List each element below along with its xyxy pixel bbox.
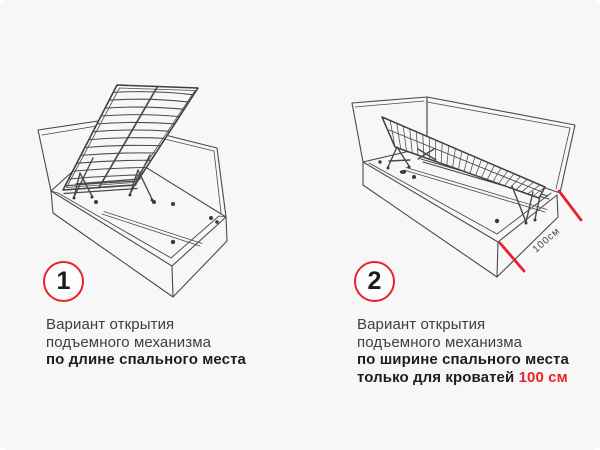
variant-2-caption-line2: подъемного механизма (357, 333, 523, 351)
bed1-floor-dots (94, 200, 219, 245)
diagram-bed-lift-lengthwise (37, 84, 228, 298)
bed2-storage-box (362, 161, 559, 278)
bed2-lift-mechanism (386, 146, 541, 225)
bed2-slat-frame (381, 116, 546, 199)
diagram-bed-lift-widthwise: 100см (351, 96, 583, 278)
variant-1-caption-bold: по длине спального места (46, 351, 246, 368)
variant-2-number: 2 (367, 267, 382, 295)
bed1-center-rail (98, 85, 159, 189)
bed2-center-rail (388, 129, 543, 193)
bed2-back-panels (351, 96, 576, 194)
dimension-label: 100см (531, 226, 563, 256)
variant-1-caption-line2: подъемного механизма (46, 333, 212, 351)
variant-2-caption-bold: по ширине спального места (357, 351, 569, 368)
bed1-storage-box (50, 190, 228, 298)
bed1-lift-mechanism (72, 154, 154, 202)
variant-2-badge: 2 (354, 261, 395, 302)
variant-2-caption-bold2-prefix: только для кроватей (357, 368, 519, 386)
variant-2-caption-size-highlight: 100 см (518, 368, 568, 386)
variant-2-caption: Вариант открытия подъемного механизма по… (357, 316, 569, 386)
variant-1-caption: Вариант открытия подъемного механизма по… (46, 316, 246, 369)
variant-1-caption-line1: Вариант открытия (46, 316, 175, 333)
variant-2-caption-bold2: только для кроватей 100 см (357, 369, 569, 387)
bed1-slat-frame (62, 84, 199, 195)
variant-1-number: 1 (56, 267, 71, 295)
variant-2-caption-line1: Вариант открытия (357, 316, 486, 333)
variant-1-badge: 1 (43, 261, 84, 302)
bed2-slat-hatching (389, 120, 546, 197)
bed2-floor-dots (378, 160, 500, 224)
